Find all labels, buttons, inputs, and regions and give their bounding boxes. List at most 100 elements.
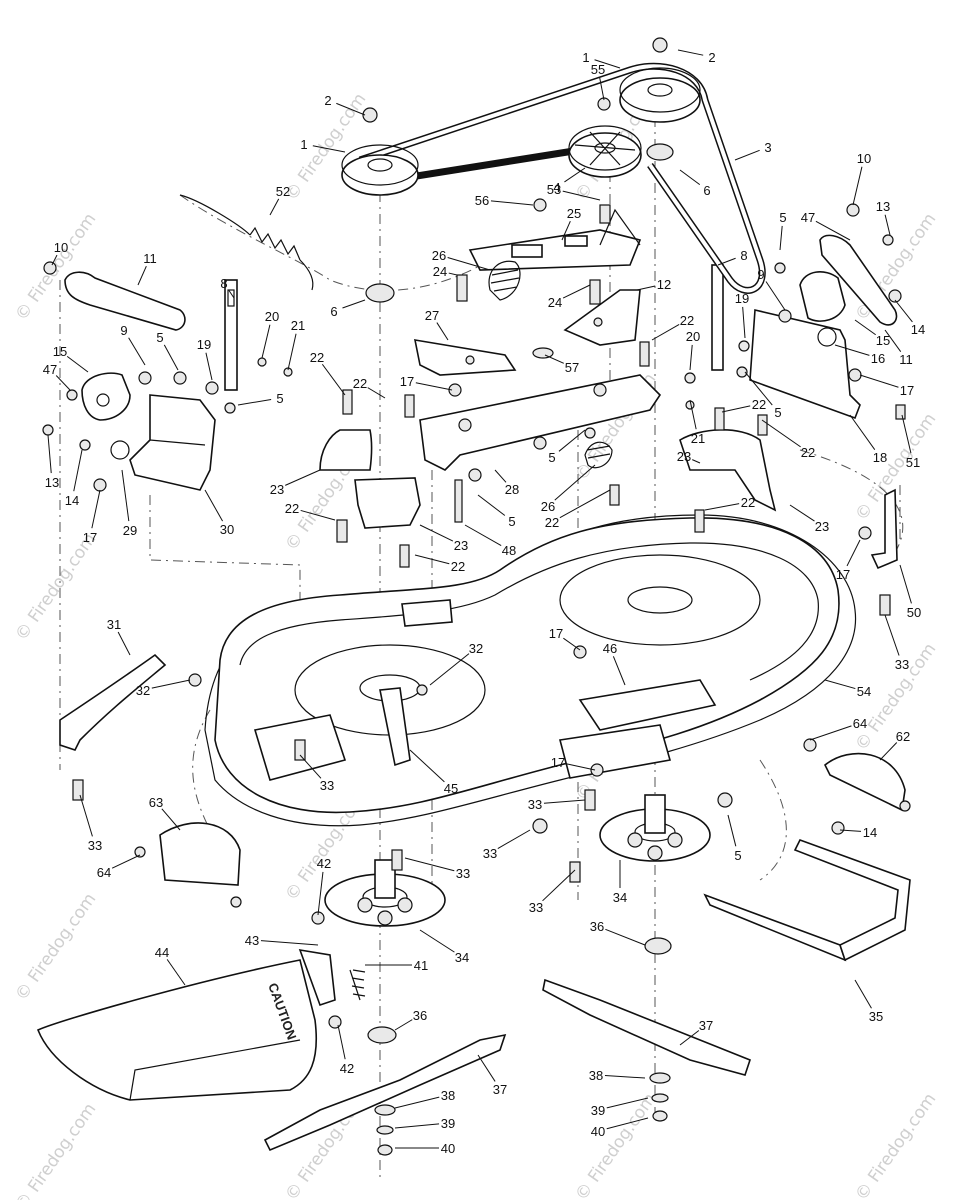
leader-line <box>321 363 346 396</box>
part-callout-33: 33 <box>483 846 497 861</box>
part-callout-54: 54 <box>857 684 871 699</box>
leader-line <box>854 979 872 1009</box>
leader-line <box>566 763 596 771</box>
part-callout-13: 13 <box>45 475 59 490</box>
leader-line <box>834 344 870 356</box>
part-callout-56: 56 <box>475 193 489 208</box>
part-callout-15: 15 <box>876 333 890 348</box>
part-callout-17: 17 <box>551 755 565 770</box>
leader-line <box>447 257 491 271</box>
leader-line <box>66 355 89 373</box>
part-callout-5: 5 <box>774 405 781 420</box>
bumper-35 <box>703 839 911 962</box>
leader-line <box>414 554 450 565</box>
leader-line <box>419 524 454 542</box>
part-callout-47: 47 <box>801 210 815 225</box>
leader-line <box>846 539 861 567</box>
leader-line <box>161 808 181 831</box>
part-callout-33: 33 <box>529 900 543 915</box>
leader-line <box>204 489 224 522</box>
belt-guard-23-left <box>319 429 421 529</box>
shield-63 <box>159 822 241 886</box>
part-callout-22: 22 <box>752 397 766 412</box>
part-callout-5: 5 <box>276 391 283 406</box>
leader-line <box>558 429 586 452</box>
leader-line <box>606 1117 649 1130</box>
part-callout-8: 8 <box>740 248 747 263</box>
part-callout-30: 30 <box>220 522 234 537</box>
leader-line <box>51 254 58 266</box>
leader-line <box>317 871 324 916</box>
part-callout-22: 22 <box>801 445 815 460</box>
part-callout-13: 13 <box>876 199 890 214</box>
leader-line <box>563 637 581 651</box>
leader-line <box>494 469 507 483</box>
leader-line <box>839 829 862 832</box>
leader-line <box>429 653 470 686</box>
part-callout-19: 19 <box>197 337 211 352</box>
spring-16 <box>817 327 837 347</box>
discharge-chute-44: CAUTION <box>36 959 318 1101</box>
part-callout-23: 23 <box>815 519 829 534</box>
leader-line <box>651 324 680 341</box>
part-callout-10: 10 <box>54 240 68 255</box>
fasteners <box>42 37 911 1029</box>
leader-line <box>809 725 852 741</box>
leader-line <box>269 198 280 216</box>
part-callout-19: 19 <box>735 291 749 306</box>
leader-line <box>859 374 899 388</box>
leader-line <box>205 352 213 381</box>
part-callout-64: 64 <box>853 716 867 731</box>
part-callout-22: 22 <box>353 376 367 391</box>
leader-line <box>261 324 271 359</box>
leader-line <box>299 754 322 779</box>
part-callout-12: 12 <box>657 277 671 292</box>
part-callout-23: 23 <box>677 449 691 464</box>
watermark-text: © Firedog.com <box>11 890 100 1005</box>
part-callout-15: 15 <box>53 344 67 359</box>
part-callout-17: 17 <box>83 530 97 545</box>
leader-line <box>901 414 912 454</box>
leader-line <box>121 469 130 522</box>
leader-line <box>436 322 449 341</box>
part-callout-9: 9 <box>120 323 127 338</box>
part-callout-22: 22 <box>545 515 559 530</box>
part-callout-45: 45 <box>444 781 458 796</box>
part-callout-38: 38 <box>589 1068 603 1083</box>
part-callout-53: 53 <box>547 182 561 197</box>
part-callout-33: 33 <box>456 866 470 881</box>
part-callout-33: 33 <box>88 838 102 853</box>
part-callout-39: 39 <box>441 1116 455 1131</box>
leader-line <box>117 631 131 656</box>
part-callout-51: 51 <box>906 455 920 470</box>
leader-line <box>562 190 601 201</box>
leader-line <box>163 344 179 371</box>
leader-line <box>477 494 506 516</box>
leader-line <box>636 285 656 291</box>
part-callout-17: 17 <box>400 374 414 389</box>
leader-line <box>497 829 531 849</box>
part-callout-55: 55 <box>591 62 605 77</box>
part-callout-2: 2 <box>708 50 715 65</box>
part-callout-42: 42 <box>340 1061 354 1076</box>
leader-line <box>599 77 605 101</box>
leader-line <box>894 299 913 323</box>
bracket-12 <box>563 289 641 346</box>
leader-line <box>287 333 297 371</box>
leader-line <box>367 387 386 399</box>
hanger-arm-11-left <box>64 271 186 331</box>
part-callout-37: 37 <box>493 1082 507 1097</box>
leader-line <box>448 272 458 276</box>
part-callout-1: 1 <box>300 137 307 152</box>
part-callout-41: 41 <box>414 958 428 973</box>
leader-line <box>884 214 891 236</box>
part-callout-23: 23 <box>270 482 284 497</box>
leader-line <box>542 869 576 902</box>
part-callout-9: 9 <box>757 267 764 282</box>
watermark-text: © Firedog.com <box>851 1090 940 1200</box>
leader-line <box>91 489 101 529</box>
part-callout-35: 35 <box>869 1009 883 1024</box>
leader-line <box>704 503 740 511</box>
